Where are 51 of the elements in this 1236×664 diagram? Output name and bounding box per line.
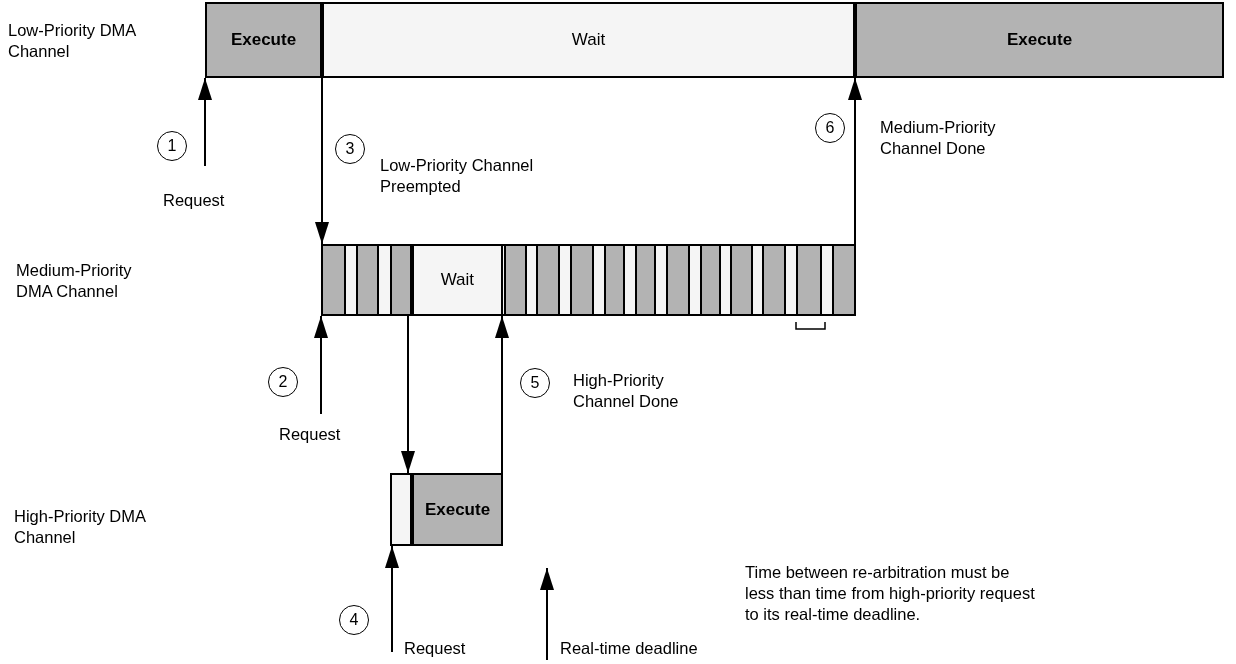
time-segment <box>855 4 1224 76</box>
time-segment <box>411 246 503 314</box>
edge-label: Request <box>163 190 226 211</box>
execute-slot <box>603 246 625 314</box>
arrow <box>401 315 415 474</box>
channel-timeline-bar <box>390 473 503 546</box>
execute-slot <box>390 246 412 314</box>
execute-slot <box>796 246 823 314</box>
time-segment <box>205 4 322 76</box>
execute-slot <box>700 246 722 314</box>
segment-label: Execute <box>424 499 491 520</box>
edge-label: Low-Priority Channel Preempted <box>380 155 535 197</box>
segment-label: Execute <box>230 30 297 50</box>
callout-number: 6 <box>815 113 845 143</box>
channel-label: Medium-Priority DMA Channel <box>16 260 133 302</box>
arrow <box>314 315 328 415</box>
channel-timeline-bar <box>321 244 856 316</box>
note-text: Real-time deadline <box>560 638 699 659</box>
callout-number: 1 <box>157 131 187 161</box>
execute-slot <box>762 246 786 314</box>
callout-number: 2 <box>268 367 298 397</box>
execute-slot <box>503 246 527 314</box>
note-text: Time between re-arbitration must be less than time from high-priority request to its real-time deadline. <box>745 562 1035 625</box>
arrow <box>848 77 862 245</box>
execute-slot <box>570 246 594 314</box>
callout-number: 4 <box>339 605 369 635</box>
arrow <box>315 77 329 245</box>
callout-number: 5 <box>520 368 550 398</box>
edge-label: Request <box>404 638 467 659</box>
segment-label: Execute <box>1006 30 1073 50</box>
channel-label: Low-Priority DMA Channel <box>8 20 137 62</box>
arrow <box>495 315 509 474</box>
execute-slot <box>666 246 690 314</box>
channel-label: High-Priority DMA Channel <box>14 506 147 548</box>
edge-label: High-Priority Channel Done <box>573 370 680 412</box>
execute-slot <box>832 246 857 314</box>
callout-number: 3 <box>335 134 365 164</box>
arrow <box>385 545 399 653</box>
arrow <box>198 77 212 167</box>
edge-label: Medium-Priority Channel Done <box>880 117 997 159</box>
time-segment <box>412 475 503 544</box>
time-segment <box>322 4 855 76</box>
execute-slot <box>356 246 380 314</box>
execute-slot <box>320 246 346 314</box>
execute-slot <box>535 246 560 314</box>
channel-timeline-bar <box>205 2 1224 78</box>
edge-label: Request <box>279 424 342 445</box>
execute-slot <box>730 246 753 314</box>
segment-label: Wait <box>571 30 606 50</box>
execute-slot <box>634 246 657 314</box>
segment-label: Wait <box>440 270 474 290</box>
